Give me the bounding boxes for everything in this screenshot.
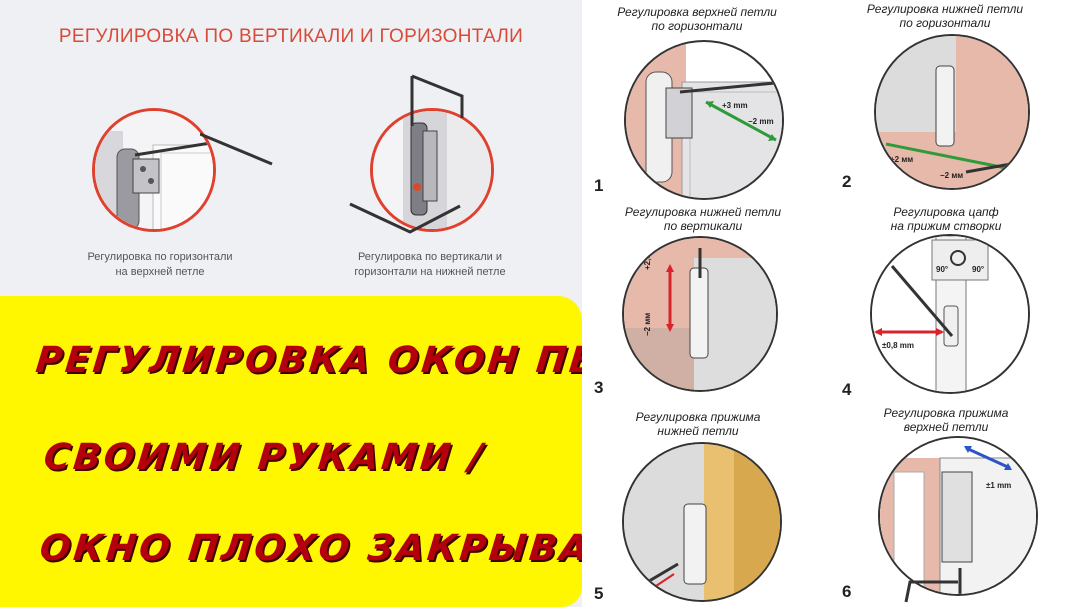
caption-lower-line2: горизонтали на нижней петле	[354, 266, 506, 278]
step-3-title-line2: по вертикали	[663, 219, 743, 233]
caption-upper-line2: на верхней петле	[115, 266, 205, 278]
step-3-illustration: +2,5 мм −2 мм	[622, 236, 778, 392]
step-5-title-line2: нижней петли	[657, 424, 739, 438]
step-1-title: Регулировка верхней петли по горизонтали	[602, 5, 792, 33]
step-4-label-pressure: ±0,8 mm	[882, 341, 914, 350]
hex-key-lower	[349, 74, 464, 234]
step-4-label-angle-left: 90°	[936, 265, 948, 274]
step-6-title-line2: верхней петли	[903, 420, 989, 434]
left-title: РЕГУЛИРОВКА ПО ВЕРТИКАЛИ И ГОРИЗОНТАЛИ	[58, 26, 524, 47]
banner-line-1: РЕГУЛИРОВКА ОКОН ПВХ	[33, 340, 633, 381]
step-1-label-plus: +3 mm	[722, 101, 748, 110]
step-1-illustration: +3 mm −2 mm	[624, 40, 784, 200]
step-4-number: 4	[842, 380, 852, 399]
caption-upper-hinge: Регулировка по горизонтали на верхней пе…	[60, 250, 260, 280]
step-2-title-line2: по горизонтали	[899, 16, 991, 30]
step-4-illustration: 90° 90° ±0,8 mm	[870, 234, 1030, 394]
step-5-title-line1: Регулировка прижима	[635, 410, 761, 424]
step-3-number: 3	[594, 378, 604, 397]
step-4-title: Регулировка цапф на прижим створки	[866, 205, 1026, 233]
right-panel: Регулировка верхней петли по горизонтали…	[582, 0, 1080, 607]
step-6-number: 6	[842, 582, 852, 601]
caption-upper-line1: Регулировка по горизонтали	[87, 251, 233, 263]
step-2-illustration: +2 мм −2 мм	[874, 34, 1030, 190]
step-5-illustration	[622, 442, 782, 602]
step-3-title: Регулировка нижней петли по вертикали	[608, 205, 798, 233]
step-6-title-line1: Регулировка прижима	[883, 406, 1009, 420]
step-6-illustration: ±1 mm	[878, 436, 1038, 596]
step-6-title: Регулировка прижима верхней петли	[866, 406, 1026, 434]
step-4-title-line1: Регулировка цапф	[893, 205, 999, 219]
upper-hinge-illustration	[92, 108, 216, 232]
caption-lower-hinge: Регулировка по вертикали и горизонтали н…	[330, 250, 530, 280]
step-1-title-line2: по горизонтали	[651, 19, 743, 33]
hex-key-upper	[200, 132, 273, 166]
step-3-title-line1: Регулировка нижней петли	[624, 205, 782, 219]
step-2-title-line1: Регулировка нижней петли	[866, 2, 1024, 16]
step-3-label-plus: +2,5 мм	[643, 240, 652, 270]
title-banner: РЕГУЛИРОВКА ОКОН ПВХ СВОИМИ РУКАМИ / ОКН…	[0, 296, 708, 607]
step-6-label-pressure: ±1 mm	[986, 481, 1011, 490]
step-2-label-plus: +2 мм	[890, 155, 913, 164]
step-1-title-line1: Регулировка верхней петли	[617, 5, 777, 19]
banner-line-2: СВОИМИ РУКАМИ /	[41, 437, 488, 478]
step-4-label-angle-right: 90°	[972, 265, 984, 274]
step-2-title: Регулировка нижней петли по горизонтали	[850, 2, 1040, 30]
step-2-label-minus: −2 мм	[940, 171, 963, 180]
step-5-title: Регулировка прижима нижней петли	[618, 410, 778, 438]
hex-key-step-6	[904, 580, 958, 603]
caption-lower-line1: Регулировка по вертикали и	[357, 251, 503, 263]
step-4-title-line2: на прижим створки	[890, 219, 1002, 233]
step-2-number: 2	[842, 172, 852, 191]
step-1-number: 1	[594, 176, 604, 195]
step-5-number: 5	[594, 584, 604, 603]
step-1-label-minus: −2 mm	[748, 117, 774, 126]
step-3-label-minus: −2 мм	[643, 313, 652, 336]
lower-hinge-illustration	[370, 108, 494, 232]
